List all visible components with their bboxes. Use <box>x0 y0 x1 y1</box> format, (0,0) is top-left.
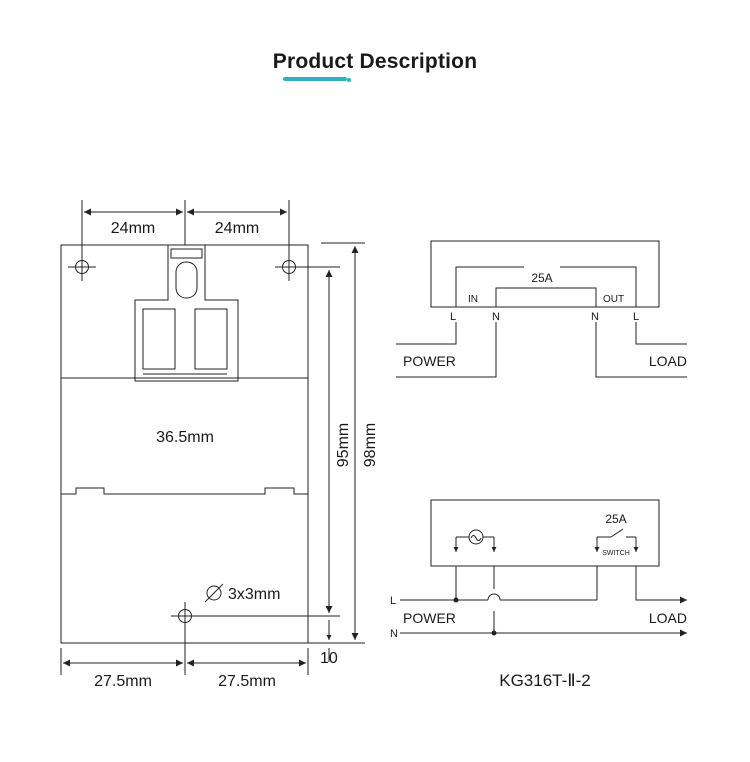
junction-dots <box>453 597 497 636</box>
dimension-labels: 24mm 24mm 36.5mm 95mm 98mm 3x3mm 10 27.5… <box>94 220 379 690</box>
din-clip <box>134 245 239 382</box>
title-underline <box>283 77 347 81</box>
label-bottom-right: 27.5mm <box>218 673 276 690</box>
label-10: 10 <box>320 650 338 667</box>
rating-bottom: 25A <box>605 512 626 526</box>
page-title: Product Description <box>272 50 478 73</box>
mounting-holes <box>68 253 340 630</box>
wire-power-l <box>396 322 457 345</box>
diameter-icon <box>206 585 222 601</box>
line-n-label: N <box>390 628 398 640</box>
clip-window-right <box>194 308 228 370</box>
page-header: Product Description <box>0 50 750 74</box>
clip-window-left <box>142 308 176 370</box>
out-label: OUT <box>603 294 624 305</box>
wire-load-l-bottom <box>635 566 687 604</box>
terminal-n-left: N <box>492 311 500 323</box>
wire-power-n <box>396 322 497 378</box>
wiring-top-labels: 25A IN OUT L N N L POWER LOAD <box>403 271 687 369</box>
load-label-top: LOAD <box>649 353 687 369</box>
terminal-l-right: L <box>633 311 639 323</box>
mount-hole-bottom <box>171 602 340 630</box>
relay-box-bottom <box>430 499 660 567</box>
rating-top: 25A <box>531 271 552 285</box>
switch-icon <box>597 528 624 538</box>
power-label-bottom: POWER <box>403 610 456 626</box>
clip-slot <box>175 261 198 299</box>
wiring-diagram-top <box>396 240 687 378</box>
wire-crossover <box>487 593 501 601</box>
in-label: IN <box>468 294 478 305</box>
power-label-top: POWER <box>403 353 456 369</box>
terminal-n-right: N <box>591 311 599 323</box>
model-label: KG316T-Ⅱ-2 <box>499 671 591 690</box>
label-body-width: 36.5mm <box>156 429 214 446</box>
label-bottom-left: 27.5mm <box>94 673 152 690</box>
line-l-label: L <box>390 595 396 607</box>
label-98: 98mm <box>362 423 379 467</box>
label-top-left: 24mm <box>111 220 155 237</box>
label-hole: 3x3mm <box>228 586 280 603</box>
mount-hole-top-left <box>68 253 96 281</box>
cover-seam <box>61 487 308 495</box>
switch-label: SWITCH <box>602 550 630 557</box>
wire-load-l <box>635 322 687 345</box>
clip-top <box>170 248 203 259</box>
terminal-l-left: L <box>450 311 456 323</box>
relay-box-top <box>430 240 660 308</box>
wiring-diagram-bottom <box>400 499 687 637</box>
mount-hole-top-right <box>275 253 340 281</box>
label-95: 95mm <box>335 423 352 467</box>
dimension-lines <box>60 200 365 675</box>
load-label-bottom: LOAD <box>649 610 687 626</box>
wire-load-n <box>595 322 687 378</box>
wiring-bottom-labels: 25A SWITCH L N POWER LOAD <box>390 512 687 640</box>
title-underline-dot <box>347 78 351 82</box>
label-top-right: 24mm <box>215 220 259 237</box>
